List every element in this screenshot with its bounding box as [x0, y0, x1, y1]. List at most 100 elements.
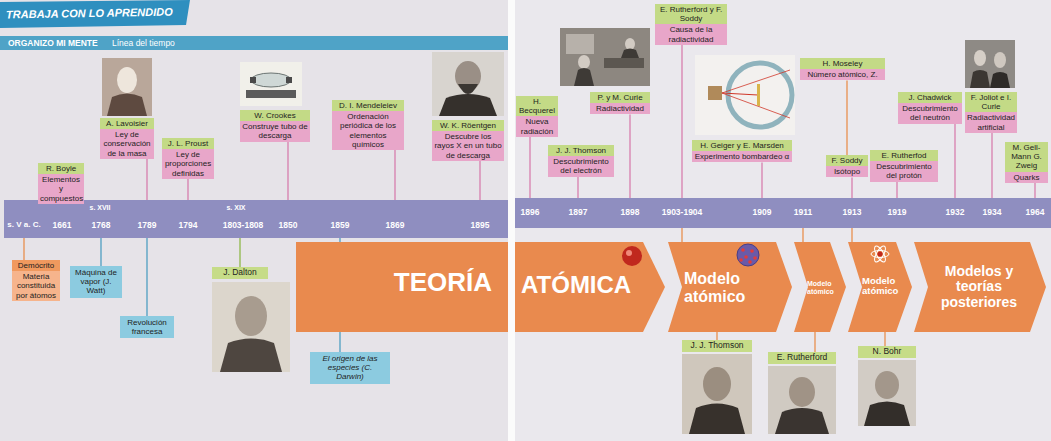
timeline-year: 1913 — [843, 208, 862, 217]
leader-line — [479, 161, 480, 200]
connector-line — [814, 332, 815, 352]
event-box: A. LavoisierLey de conservación de la ma… — [100, 118, 154, 159]
person-name: Demócrito — [12, 260, 60, 271]
box-text: El origen de las especies (C. Darwin) — [310, 352, 390, 384]
event-box: E. RutherfodDescubrimiento del protón — [870, 150, 938, 182]
left-page — [0, 0, 508, 441]
leader-line — [187, 179, 188, 200]
timeline-year: 1661 — [53, 221, 72, 230]
timeline-year: 1850 — [279, 221, 298, 230]
person-name: J. Dalton — [212, 267, 268, 279]
person-name: E. Rutherfod — [870, 150, 938, 161]
leader-line — [529, 137, 530, 198]
leader-line — [851, 228, 852, 242]
century-label: s. XVII — [89, 204, 110, 212]
timeline-year: 1768 — [92, 221, 111, 230]
event-box: J. L. ProustLey de proporciones definida… — [162, 138, 214, 179]
name-label: E. Rutherford — [768, 352, 836, 364]
event-box: J. J. ThomsonDescubrimiento del electrón — [548, 145, 614, 177]
arrow-outline — [668, 242, 792, 332]
event-description: Descubrimiento del neutrón — [898, 103, 962, 123]
theory-arrow: TEORÍA — [296, 242, 508, 332]
arrow-text: Modelo atómico — [684, 270, 772, 305]
page-gutter — [508, 0, 515, 441]
person-name: J. J. Thomson — [682, 340, 752, 352]
event-box: F. SoddyIsótopo — [826, 155, 868, 177]
arrow-outline — [296, 242, 508, 332]
box-text: Máquina de vapor (J. Watt) — [70, 266, 122, 298]
portrait — [768, 366, 836, 434]
laboratory-photo — [560, 28, 650, 86]
box-text: Revolución francesa — [120, 316, 174, 338]
leader-line — [629, 114, 630, 198]
person-name: M. Gell-Mann G. Zweig — [1005, 142, 1048, 172]
model-chevron: Modelo atómico — [668, 242, 792, 332]
arrow-text: Modelos y teorías posteriores — [934, 264, 1024, 310]
event-description: Ordenación periódica de los elementos qu… — [332, 111, 404, 150]
century-label: s. XIX — [226, 204, 245, 212]
event-description: Construye tubo de descarga — [240, 121, 310, 141]
electron-dot — [741, 248, 745, 252]
timeline-year: 1789 — [138, 221, 157, 230]
model-chevron: Modelo atómico — [848, 242, 912, 332]
solid-sphere-icon — [622, 246, 642, 266]
person-name: W. Crookes — [240, 110, 310, 121]
leader-line — [100, 238, 101, 266]
sphere-highlight — [626, 250, 632, 256]
person-name: A. Lavoisier — [100, 118, 154, 129]
event-box: D. I. MendeleievOrdenación periódica de … — [332, 100, 404, 150]
event-box: H. Geiger y E. MarsdenExperimento bombar… — [692, 140, 792, 162]
timeline-year: 1911 — [794, 208, 812, 217]
person-name: W. K. Röentgen — [432, 120, 504, 131]
connector-line — [846, 80, 847, 155]
timeline-year: s. V a. C. — [7, 221, 40, 230]
event-description: Quarks — [1005, 172, 1048, 183]
event-box: W. K. RöentgenDescubre los rayos X en un… — [432, 120, 504, 161]
arrow-outline — [794, 242, 846, 332]
leader-line — [239, 238, 240, 267]
discharge-tube-photo — [240, 62, 302, 106]
origin-box: DemócritoMateria constituida por átomos — [12, 260, 60, 301]
orbit-ring — [872, 244, 887, 263]
timeline-year: 1919 — [888, 208, 907, 217]
section-subheading: Línea del tiempo — [112, 39, 175, 48]
arrow-text: Modelo atómico — [862, 276, 902, 297]
leader-line — [851, 177, 852, 198]
timeline-year: 1869 — [386, 221, 405, 230]
event-description: Número atómico, Z. — [800, 69, 885, 80]
person-name: J. J. Thomson — [548, 145, 614, 156]
timeline-year: 1932 — [946, 208, 965, 217]
timeline-year: 1903-1904 — [662, 208, 703, 217]
person-name: F. Soddy — [826, 155, 868, 166]
context-box: Revolución francesa — [120, 316, 174, 338]
person-name: E. Rutherford y F. Soddy — [655, 4, 727, 24]
timeline-year: 1859 — [331, 221, 350, 230]
electron-dot — [744, 255, 748, 259]
leader-line — [681, 228, 682, 242]
event-box: J. ChadwickDescubrimiento del neutrón — [898, 92, 962, 124]
leader-line — [287, 142, 288, 200]
person-name: N. Bohr — [858, 346, 916, 358]
timeline-band — [515, 198, 1051, 228]
leader-line — [146, 159, 147, 200]
person-name: F. Joliot e I. Curie — [965, 92, 1017, 112]
event-description: Radiactividad — [590, 103, 650, 114]
event-description: Descubrimiento del electrón — [548, 156, 614, 176]
event-description: Ley de conservación de la masa — [100, 129, 154, 159]
portrait — [432, 52, 504, 116]
event-box: E. Rutherford y F. SoddyCausa de la radi… — [655, 4, 727, 45]
person-name: J. L. Proust — [162, 138, 214, 149]
electron-dot — [750, 249, 754, 253]
event-description: Materia constituida por átomos — [12, 271, 60, 301]
leader-line — [954, 124, 955, 198]
person-name: H. Becquerel — [516, 96, 558, 116]
event-box: R. BoyleElementos y compuestos — [38, 163, 84, 204]
portrait — [102, 58, 152, 116]
context-box: El origen de las especies (C. Darwin) — [310, 352, 390, 384]
leader-line — [146, 238, 147, 316]
event-box: H. BecquerelNueva radiación — [516, 96, 558, 137]
experiment-illustration — [695, 55, 795, 135]
